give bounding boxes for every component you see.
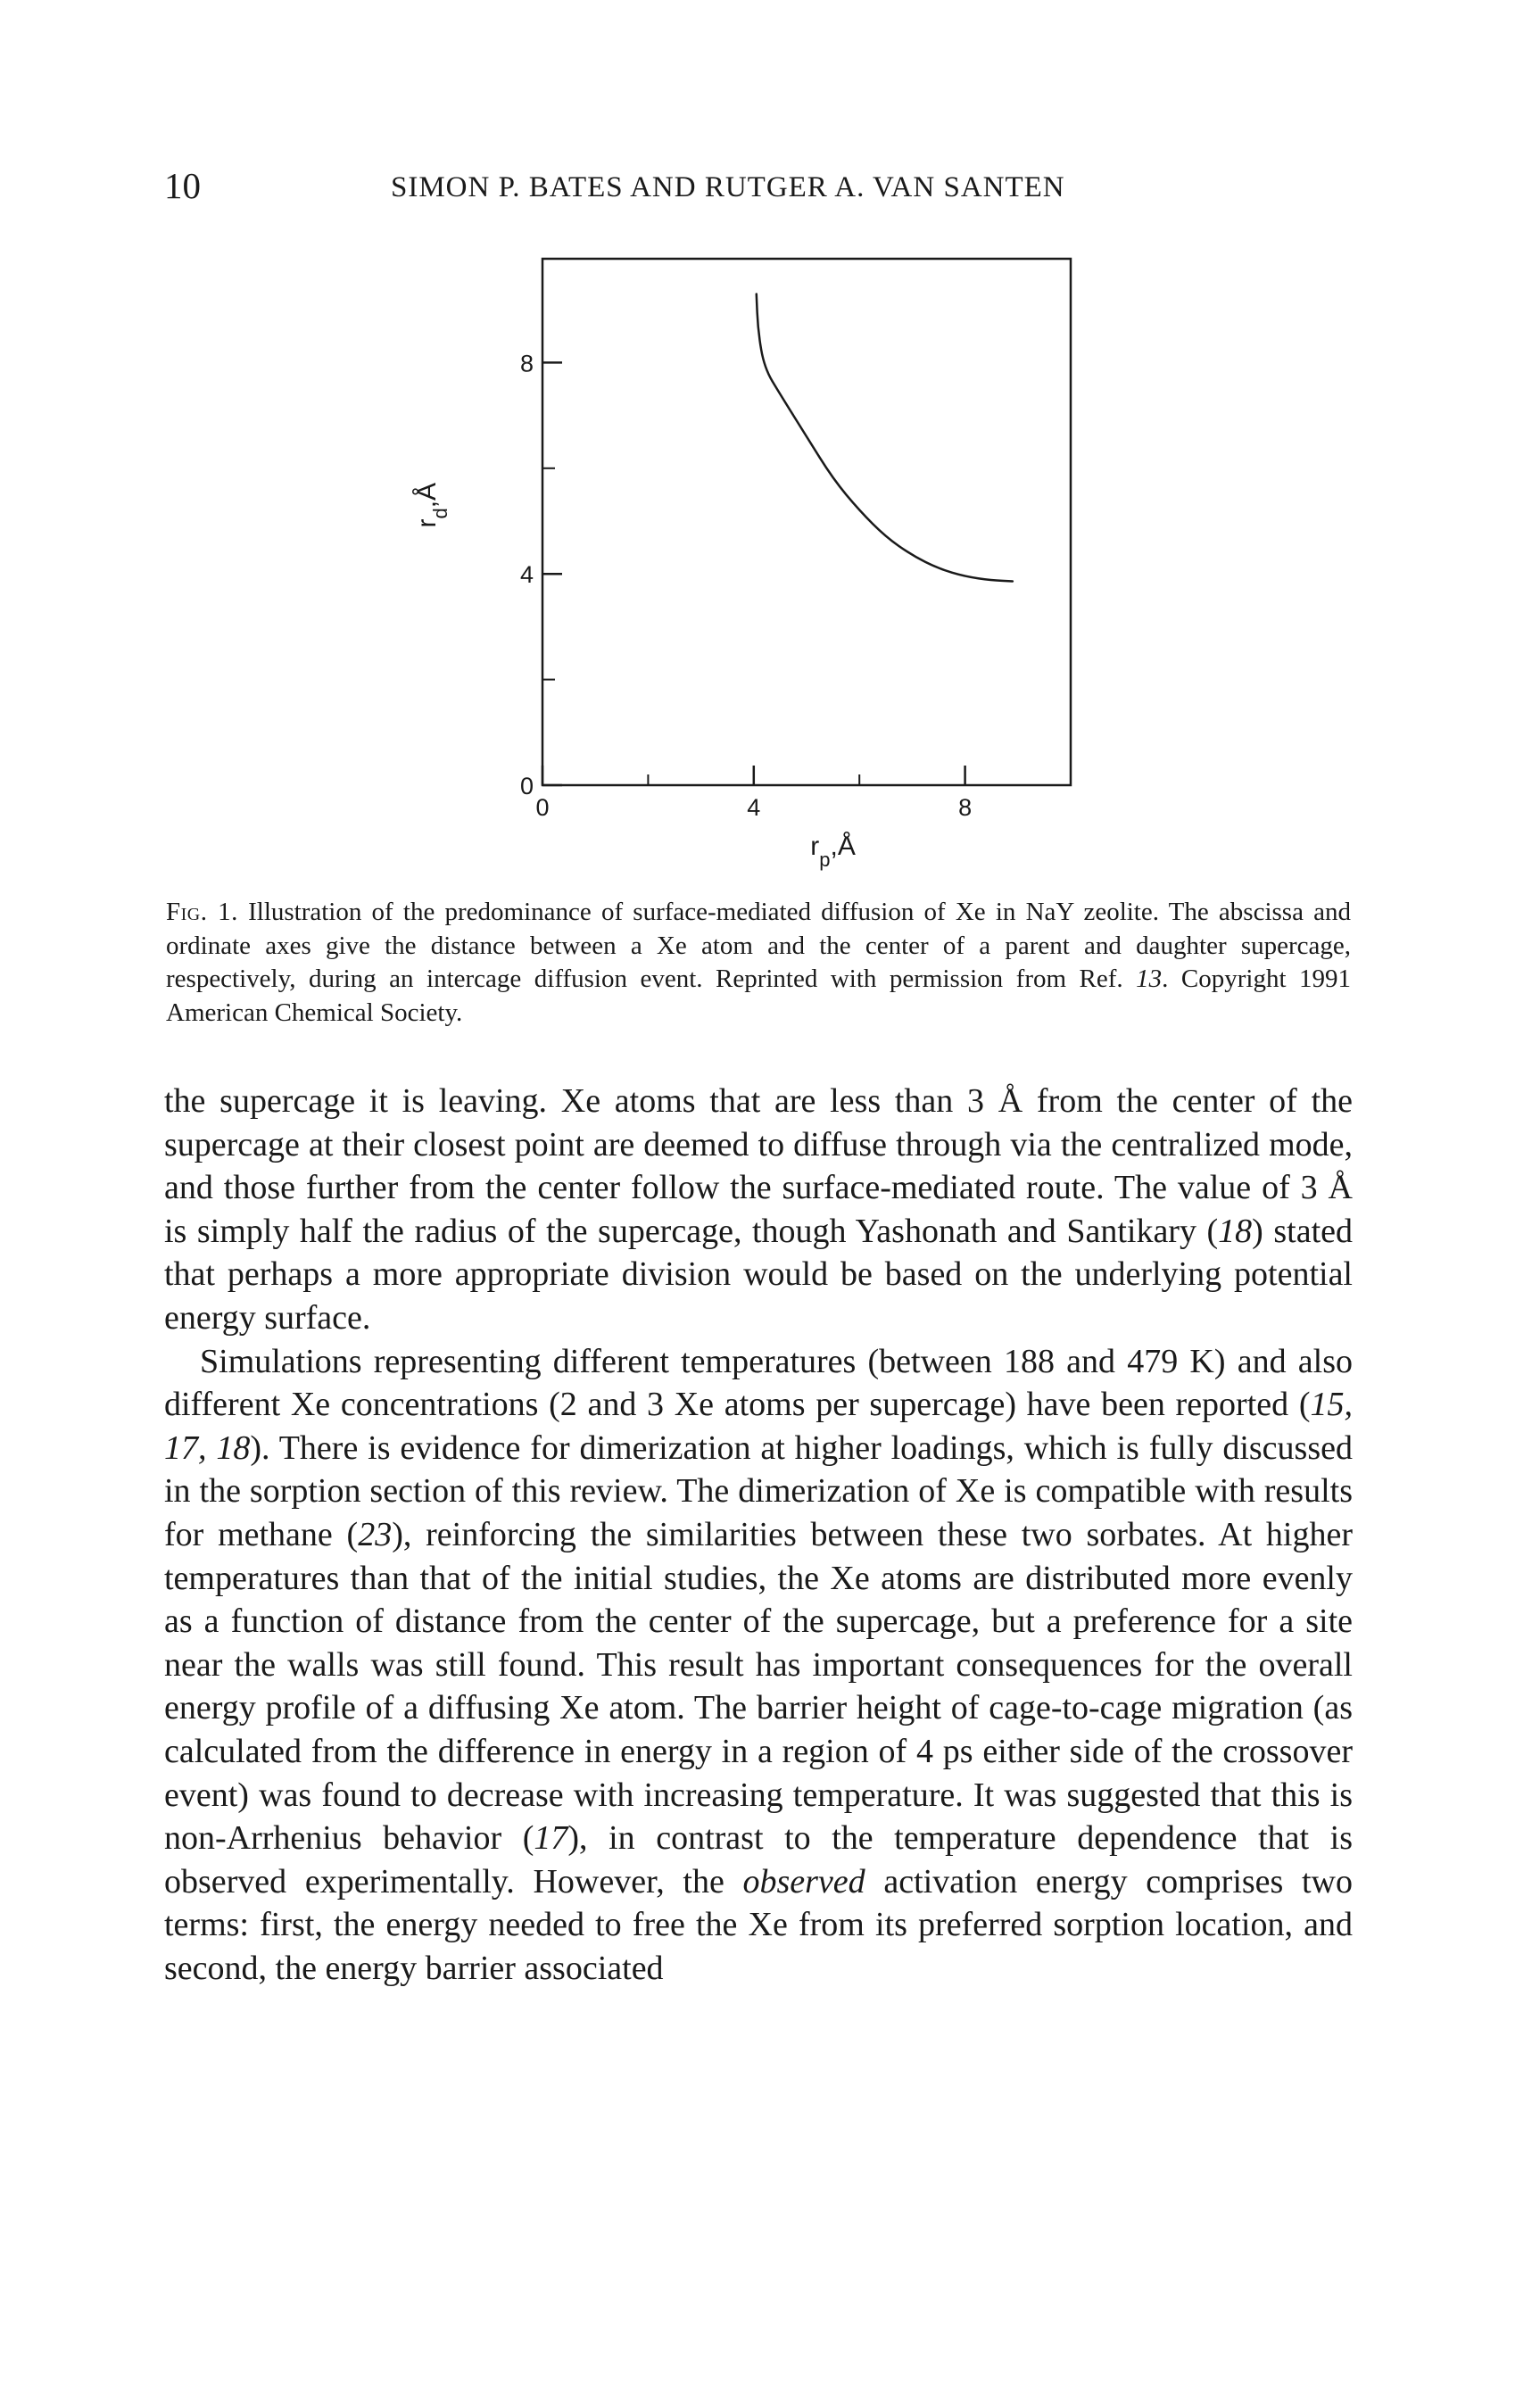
- x-tick-label: 4: [747, 794, 760, 821]
- caption-ref: 13: [1136, 965, 1163, 993]
- p2-text-c: ), reinforcing the similarities between …: [164, 1515, 1353, 1858]
- figure-caption: Fig. 1. Illustration of the predominance…: [166, 896, 1351, 1030]
- p2-ref2: 23: [358, 1515, 393, 1553]
- x-tick-label: 8: [958, 794, 972, 821]
- p2-ref3: 17: [534, 1819, 568, 1858]
- running-head: SIMON P. BATES AND RUTGER A. VAN SANTEN: [391, 171, 1065, 203]
- p2-text-b: ). There is evidence for dimerization at…: [164, 1428, 1353, 1553]
- p2-text-e: activation energy comprises two terms: f…: [164, 1862, 1353, 1987]
- caption-copyright: . Copyright 1991 American Chemical Socie…: [166, 965, 1352, 1027]
- y-tick-label: 0: [520, 773, 534, 799]
- x-axis-label: rp,Å: [810, 832, 856, 871]
- paragraph-2: Simulations representing different tempe…: [164, 1340, 1353, 1991]
- y-tick-label: 4: [520, 561, 534, 588]
- data-curve: [755, 293, 1014, 583]
- p2-text-a: Simulations representing different tempe…: [164, 1342, 1353, 1424]
- y-tick-label: 8: [520, 350, 534, 377]
- caption-label: Fig. 1.: [166, 898, 238, 926]
- x-tick-label: 0: [535, 794, 549, 821]
- p2-refs: 15, 17, 18: [164, 1386, 1353, 1467]
- p1-text-a: the supercage it is leaving. Xe atoms th…: [164, 1082, 1353, 1250]
- figure-1: 0 4 8 0 4 8 rp,Å rd,Å: [393, 250, 1097, 910]
- caption-text: Illustration of the predominance of surf…: [166, 898, 1351, 993]
- chart: 0 4 8 0 4 8 rp,Å rd,Å: [412, 257, 1072, 871]
- plot-frame: [541, 257, 1072, 787]
- p1-text-b: ) stated that perhaps a more appropriate…: [164, 1212, 1354, 1337]
- paragraph-1: the supercage it is leaving. Xe atoms th…: [164, 1080, 1353, 1340]
- p1-ref: 18: [1218, 1212, 1253, 1250]
- p2-emphasis: observed: [742, 1862, 865, 1900]
- page-number: 10: [164, 165, 201, 206]
- y-axis-label: rd,Å: [412, 483, 451, 528]
- body-text: the supercage it is leaving. Xe atoms th…: [164, 1080, 1353, 1990]
- p2-text-d: ), in contrast to the temperature depend…: [164, 1819, 1353, 1900]
